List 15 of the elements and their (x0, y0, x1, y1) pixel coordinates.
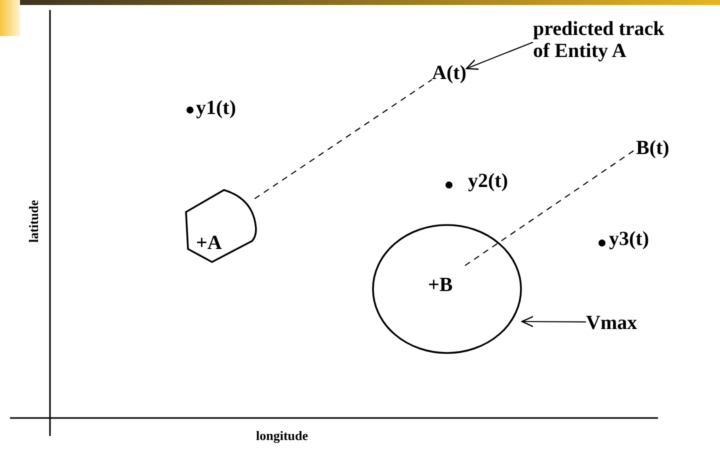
observation-label: y2(t) (468, 170, 508, 192)
callout-text: predicted track of Entity A (533, 18, 683, 62)
axis-label: latitude (26, 200, 41, 243)
observation-label: y3(t) (609, 228, 649, 250)
dashed-track-line (464, 148, 636, 266)
axis-label: longitude (256, 428, 308, 443)
track-point-label: B(t) (636, 137, 670, 159)
entity-label: +A (196, 232, 222, 254)
arrow (466, 42, 534, 70)
dashed-track-line (254, 79, 432, 200)
track-point-label: A(t) (432, 62, 466, 84)
entity-label: +B (428, 274, 453, 296)
observation-label: y1(t) (196, 97, 236, 119)
arrow (521, 316, 586, 328)
track-point-label: Vmax (586, 312, 638, 334)
